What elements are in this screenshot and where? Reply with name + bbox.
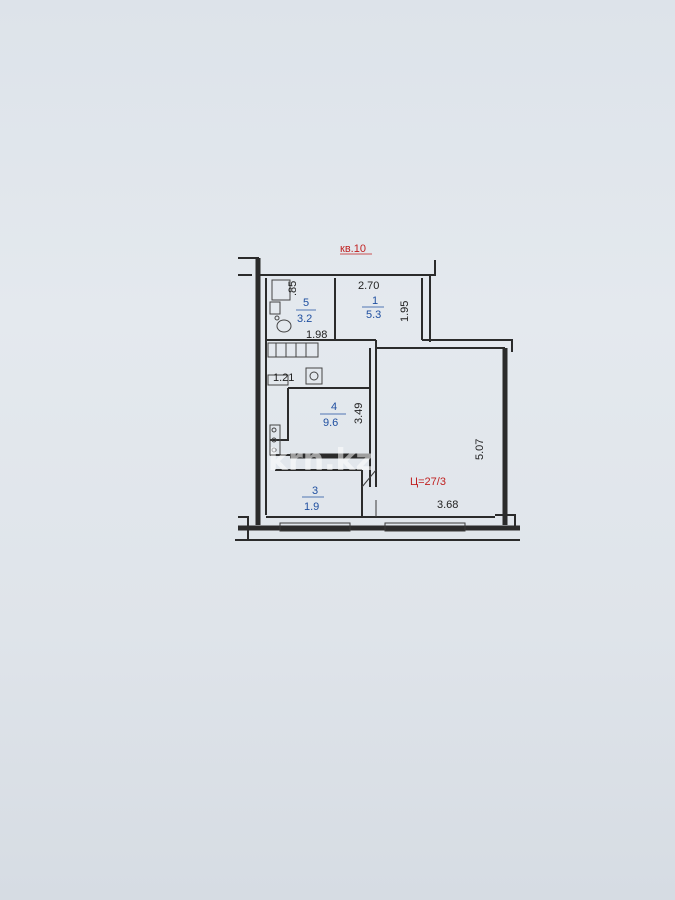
radiator-icon [269, 424, 281, 456]
bottom-left-stub [238, 516, 249, 540]
dim-living-height: 5.07 [474, 439, 486, 460]
kitchen-corner [270, 388, 289, 441]
radiator-dot-2 [271, 437, 277, 443]
kitchen-counter-icon [267, 342, 319, 358]
burner-icon [309, 371, 319, 381]
drain-icon [274, 315, 280, 321]
cabinet-icon [267, 374, 289, 386]
room-4: 4 9.6 [320, 401, 346, 429]
dim-bath-height: .85 [287, 281, 299, 296]
room-3: 3 1.9 [302, 485, 324, 513]
outer-walls [235, 257, 520, 541]
partitions [266, 278, 377, 517]
window-room3 [279, 522, 351, 532]
bathtub-icon [271, 279, 291, 301]
room-5: 5 3.2 [296, 297, 316, 325]
dim-hall-height: 3.49 [353, 403, 365, 424]
stove-icon [305, 367, 323, 385]
living-top-wall [422, 339, 513, 352]
room-area: 9.6 [323, 417, 338, 429]
window-living [384, 522, 466, 532]
stamp-label: Ц=27/3 [410, 476, 446, 488]
door-swing [361, 469, 377, 488]
dim-top-width: 2.70 [358, 280, 379, 292]
apartment-label: кв.10 [340, 243, 366, 255]
radiator-dot-3 [271, 447, 277, 453]
room-area: 5.3 [366, 309, 381, 321]
toilet-icon [276, 319, 292, 333]
sink-icon [269, 301, 281, 315]
room-area: 3.2 [297, 313, 312, 325]
dim-living-width: 3.68 [437, 499, 458, 511]
dim-corridor: 1.21 [273, 372, 294, 384]
watermark-logo: krn.kz [268, 443, 373, 478]
room-number: 4 [331, 401, 337, 413]
room-number: 5 [303, 297, 309, 309]
room-1: 1 5.3 [362, 295, 384, 321]
dim-right-kitchen: 1.95 [399, 301, 411, 322]
room-number: 1 [372, 295, 378, 307]
room-area: 1.9 [304, 501, 319, 513]
room-number: 3 [312, 485, 318, 497]
fixtures [267, 279, 323, 456]
top-wall [238, 257, 436, 276]
dim-bath-width: 1.98 [306, 329, 327, 341]
right-bottom-stub [495, 514, 516, 528]
radiator-dot-1 [271, 427, 277, 433]
